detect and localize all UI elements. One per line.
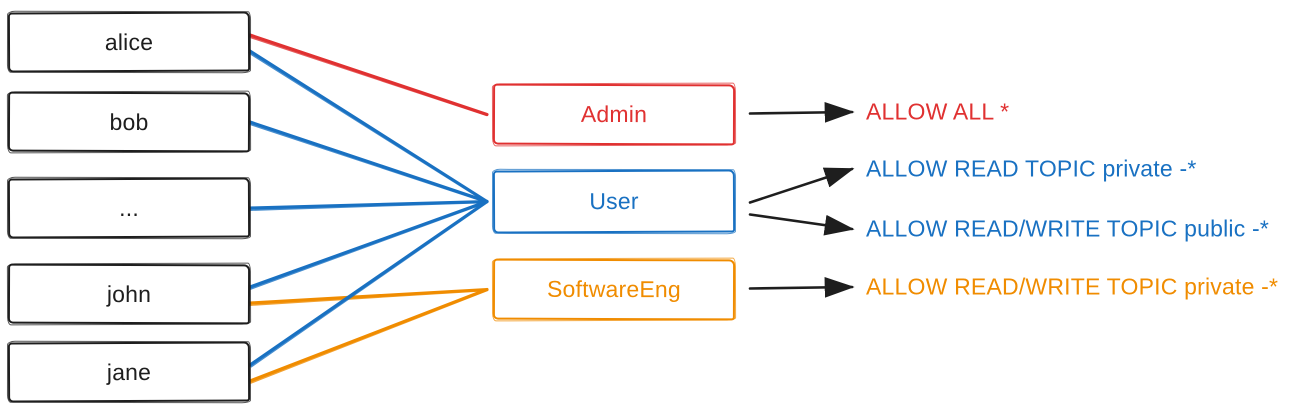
- user-box-john: john: [7, 263, 251, 325]
- user-box-jane: jane: [7, 341, 251, 403]
- grant-arrow: [748, 102, 855, 123]
- assignment-line: [249, 201, 489, 290]
- grant-arrow: [748, 167, 855, 204]
- assignment-line: [249, 201, 488, 211]
- assignment-line: [249, 289, 489, 384]
- assignment-line: [248, 199, 489, 367]
- assignment-line: [248, 36, 488, 117]
- user-label: john: [106, 280, 152, 307]
- grant-arrow: [748, 277, 855, 298]
- permission-label-readwrite-private: ALLOW READ/WRITE TOPIC private -*: [866, 273, 1279, 300]
- assignment-line: [248, 51, 488, 204]
- permission-label-allow-all: ALLOW ALL *: [866, 98, 1010, 125]
- permission-label-read-private: ALLOW READ TOPIC private -*: [866, 155, 1197, 182]
- user-label: bob: [109, 108, 149, 135]
- assignment-line: [248, 33, 489, 117]
- assignment-line: [248, 199, 489, 289]
- permission-label-readwrite-public: ALLOW READ/WRITE TOPIC public -*: [866, 215, 1270, 242]
- grant-arrow: [748, 213, 855, 236]
- assignment-line: [250, 201, 489, 368]
- role-label: SoftwareEng: [547, 275, 681, 303]
- role-box-softwareeng: SoftwareEng: [492, 258, 736, 321]
- user-label: jane: [106, 358, 152, 385]
- user-label: ...: [119, 194, 139, 221]
- role-label: Admin: [580, 100, 648, 128]
- assignment-line: [248, 123, 488, 204]
- user-box-bob: bob: [7, 91, 251, 153]
- assignment-line: [248, 49, 489, 204]
- assignment-line: [249, 289, 488, 306]
- role-label: User: [589, 187, 639, 215]
- role-box-admin: Admin: [492, 83, 736, 146]
- assignment-line: [248, 287, 489, 305]
- assignment-line: [248, 199, 489, 210]
- user-label: alice: [104, 28, 154, 55]
- role-box-user: User: [492, 169, 736, 234]
- user-box-alice: alice: [7, 11, 251, 73]
- assignment-line: [248, 120, 489, 204]
- assignment-line: [248, 287, 489, 383]
- user-box-ellipsis: ...: [7, 177, 251, 239]
